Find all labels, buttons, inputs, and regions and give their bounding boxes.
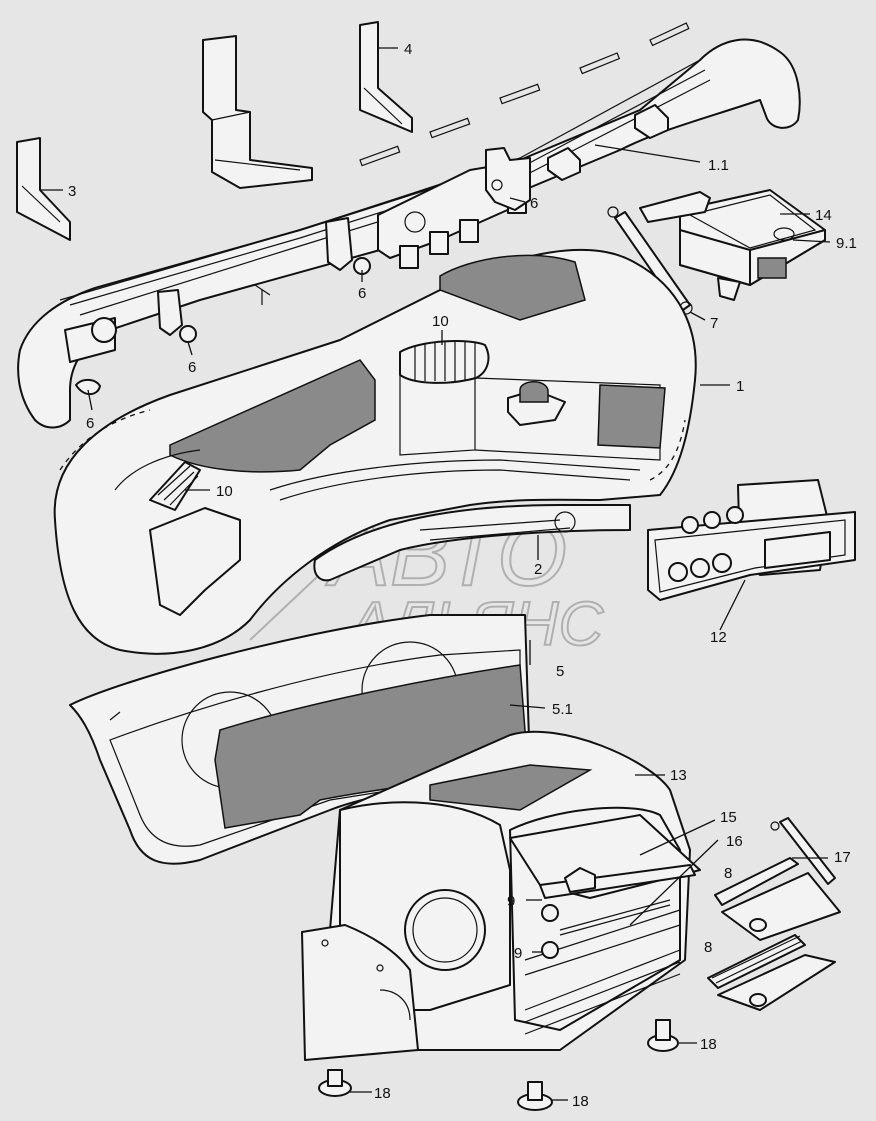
label-9a: 9	[507, 893, 515, 910]
part-4-bracket	[359, 21, 413, 133]
part-14-box	[639, 189, 826, 301]
label-9b: 9	[514, 945, 522, 962]
label-14: 14	[815, 207, 832, 224]
label-18a: 18	[374, 1085, 391, 1102]
center-support	[202, 35, 313, 189]
label-6b: 6	[358, 285, 366, 302]
label-6a: 6	[530, 195, 538, 212]
label-13: 13	[670, 767, 687, 784]
label-15: 15	[720, 809, 737, 826]
label-8b: 8	[704, 939, 712, 956]
label-8a: 8	[724, 865, 732, 882]
label-4: 4	[404, 41, 412, 58]
label-16: 16	[726, 833, 743, 850]
label-12: 12	[710, 629, 727, 646]
label-1-1: 1.1	[708, 157, 729, 174]
part-18-feet	[318, 1019, 679, 1111]
part-12-console-panel	[647, 479, 856, 601]
label-17: 17	[834, 849, 851, 866]
part-10-vents	[149, 339, 490, 616]
leader-lines	[40, 47, 831, 1101]
label-5-1: 5.1	[552, 701, 573, 718]
label-2: 2	[534, 561, 542, 578]
label-9-1: 9.1	[836, 235, 857, 252]
label-6d: 6	[86, 415, 94, 432]
part-17-strut	[770, 817, 836, 885]
label-18c: 18	[700, 1036, 717, 1053]
label-1: 1	[736, 378, 744, 395]
label-18b: 18	[572, 1093, 589, 1110]
part-15-16-glovebox	[509, 814, 701, 936]
part-8-hinges	[707, 857, 841, 1011]
label-7: 7	[710, 315, 718, 332]
label-5: 5	[556, 663, 564, 680]
label-3: 3	[68, 183, 76, 200]
label-10a: 10	[432, 313, 449, 330]
part-6-clips	[75, 147, 531, 396]
part-2-trim	[313, 504, 631, 582]
part-labels: 3 4 1.1 6 6 6 6 14 9.1 7 10 1 10 2 12 5 …	[68, 41, 857, 1110]
label-10b: 10	[216, 483, 233, 500]
part-3-bracket	[16, 137, 71, 241]
label-6c: 6	[188, 359, 196, 376]
